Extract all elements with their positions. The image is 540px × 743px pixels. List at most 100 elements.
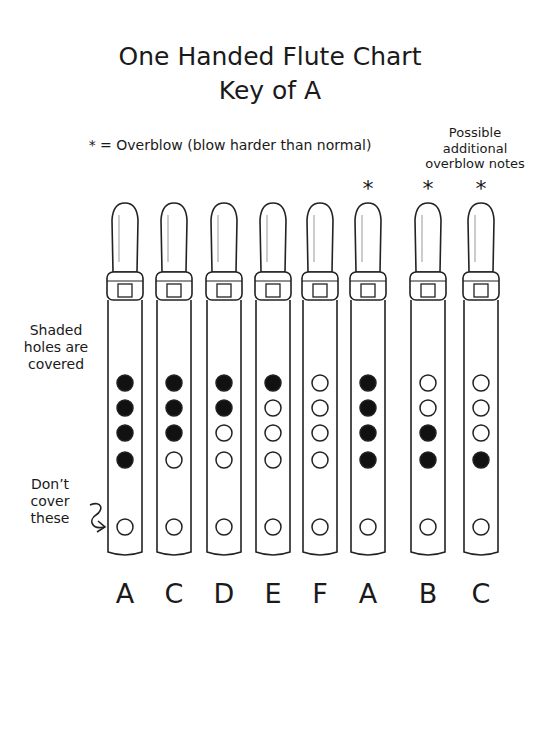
ring-line [255, 280, 291, 281]
note-name: F [298, 578, 342, 610]
note-name: C [152, 578, 196, 610]
mouthpiece-shading [168, 215, 169, 262]
flute-body [303, 300, 337, 555]
open-hole [420, 519, 436, 535]
covered-hole [166, 375, 182, 391]
open-hole [265, 519, 281, 535]
flute-window [217, 284, 231, 297]
overblow-heading: Possible additional overblow notes [420, 125, 530, 172]
covered-hole [420, 452, 436, 468]
mouthpiece-shading [119, 215, 120, 262]
covered-hole [360, 375, 376, 391]
flute-mouthpiece [260, 203, 286, 272]
open-hole [420, 375, 436, 391]
covered-hole [360, 425, 376, 441]
open-hole [312, 400, 328, 416]
open-hole [312, 425, 328, 441]
flute-body [351, 300, 385, 555]
open-hole [312, 452, 328, 468]
flute-body [157, 300, 191, 555]
covered-hole [117, 400, 133, 416]
covered-hole [166, 425, 182, 441]
flute-window [266, 284, 280, 297]
flute-body [207, 300, 241, 555]
flute-window [421, 284, 435, 297]
open-hole [473, 375, 489, 391]
covered-hole [117, 375, 133, 391]
flute-ring [255, 272, 291, 300]
overblow-note: * = Overblow (blow harder than normal) [70, 137, 390, 154]
ring-line [206, 280, 242, 281]
mouthpiece-shading [218, 215, 219, 262]
overblow-asterisk: * [413, 176, 443, 202]
mouthpiece-shading [314, 215, 315, 262]
open-hole [117, 519, 133, 535]
note-name: B [406, 578, 450, 610]
covered-hole [166, 400, 182, 416]
flute-body [108, 300, 142, 555]
flute-window [361, 284, 375, 297]
flute-window [313, 284, 327, 297]
ring-line [350, 280, 386, 281]
flute-body [256, 300, 290, 555]
open-hole [216, 425, 232, 441]
flute-mouthpiece [211, 203, 237, 272]
open-hole [216, 452, 232, 468]
open-hole [312, 375, 328, 391]
note-name: A [103, 578, 147, 610]
flute-window [474, 284, 488, 297]
open-hole [360, 519, 376, 535]
flute-mouthpiece [355, 203, 381, 272]
open-hole [265, 425, 281, 441]
flute-ring [410, 272, 446, 300]
flute-ring [156, 272, 192, 300]
flute-ring [350, 272, 386, 300]
shaded-note: Shaded holes are covered [14, 322, 98, 372]
ring-line [463, 280, 499, 281]
open-hole [216, 519, 232, 535]
flute-mouthpiece [112, 203, 138, 272]
note-name: A [346, 578, 390, 610]
open-hole [420, 400, 436, 416]
overblow-asterisk: * [466, 176, 496, 202]
note-name: E [251, 578, 295, 610]
open-hole [265, 400, 281, 416]
ring-line [410, 280, 446, 281]
open-hole [166, 519, 182, 535]
flute-mouthpiece [307, 203, 333, 272]
covered-hole [360, 452, 376, 468]
covered-hole [216, 375, 232, 391]
flute-body [464, 300, 498, 555]
chart-title: One Handed Flute Chart [70, 42, 470, 72]
mouthpiece-shading [362, 215, 363, 262]
covered-hole [360, 400, 376, 416]
open-hole [473, 425, 489, 441]
open-hole [312, 519, 328, 535]
flute-ring [463, 272, 499, 300]
covered-hole [216, 400, 232, 416]
open-hole [473, 519, 489, 535]
covered-hole [420, 425, 436, 441]
note-name: C [459, 578, 503, 610]
flute-window [118, 284, 132, 297]
flute-mouthpiece [468, 203, 494, 272]
open-hole [166, 452, 182, 468]
covered-hole [117, 452, 133, 468]
mouthpiece-shading [267, 215, 268, 262]
flute-mouthpiece [161, 203, 187, 272]
open-hole [265, 452, 281, 468]
ring-line [302, 280, 338, 281]
ring-line [107, 280, 143, 281]
covered-hole [473, 452, 489, 468]
flute-mouthpiece [415, 203, 441, 272]
covered-hole [265, 375, 281, 391]
ring-line [156, 280, 192, 281]
flute-window [167, 284, 181, 297]
overblow-asterisk: * [353, 176, 383, 202]
note-name: D [202, 578, 246, 610]
covered-hole [117, 425, 133, 441]
open-hole [473, 400, 489, 416]
flute-group [107, 203, 499, 555]
pointer-arrowhead [97, 521, 105, 532]
flute-body [411, 300, 445, 555]
